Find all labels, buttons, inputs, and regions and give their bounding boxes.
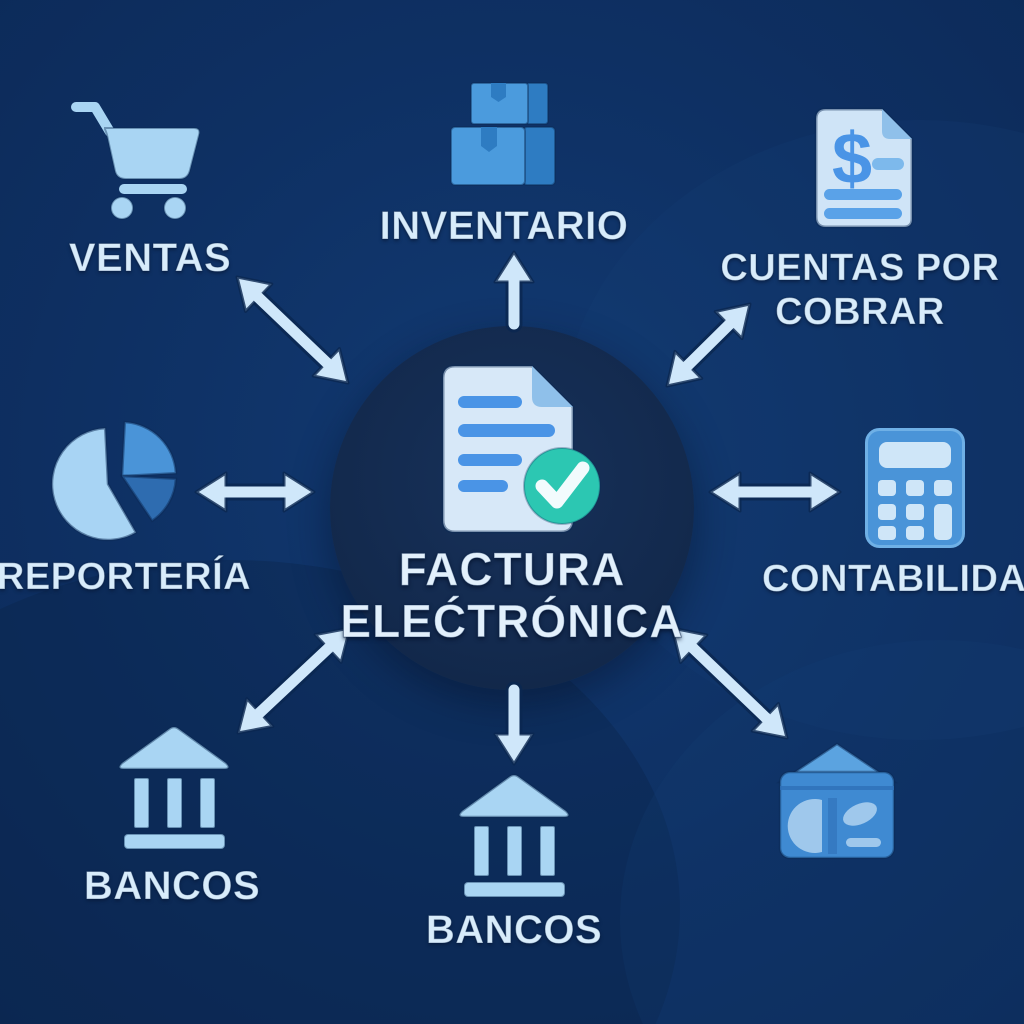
node-label-cuentas-line1: CUENTAS POR [720, 247, 1000, 290]
shopping-cart-icon [71, 102, 200, 220]
node-label-bancos-abajo: BANCOS [425, 908, 603, 953]
svg-text:$: $ [832, 119, 872, 199]
node-label-ventas: VENTAS [68, 236, 232, 281]
arrow-center-contabilidad [708, 471, 842, 513]
hub-title-line1: FACTURA [398, 543, 626, 596]
bank-icon [458, 773, 570, 898]
arrow-center-bancos-abajo [493, 681, 535, 766]
node-label-cuentas-line2: COBRAR [775, 291, 945, 334]
arrow-center-reporteria [194, 471, 316, 513]
arrow-center-inventario [493, 250, 535, 333]
node-label-reporteria: REPORTERÍA [0, 556, 252, 599]
hub-title-line2: ELEĆTRÓNICA [340, 595, 684, 648]
arrow-center-bancos-izq [236, 626, 352, 735]
node-label-inventario: INVENTARIO [379, 204, 629, 249]
invoice-dollar-icon: $ [814, 107, 914, 229]
invoice-check-icon [441, 364, 601, 534]
node-label-bancos-izquierda: BANCOS [83, 864, 261, 909]
calculator-icon [865, 428, 965, 548]
node-label-contabilidad: CONTABILIDAD [761, 558, 1024, 601]
wallet-card-icon [776, 742, 898, 860]
pie-chart-icon [50, 420, 178, 542]
bank-icon [118, 725, 230, 850]
arrow-center-cuentas [665, 302, 752, 388]
arrow-center-ventas [235, 275, 350, 385]
arrow-center-billetera [670, 626, 789, 740]
stacked-boxes-icon [450, 82, 556, 186]
